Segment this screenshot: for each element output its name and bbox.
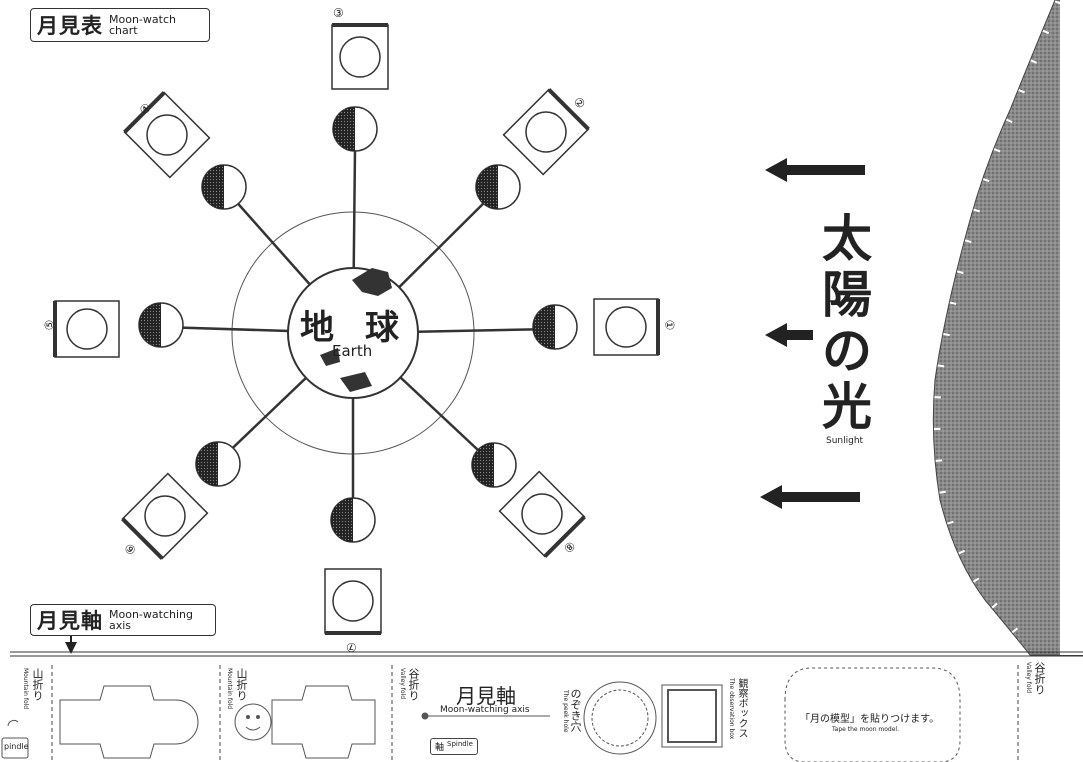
sunlight-arrows xyxy=(760,158,865,509)
sunlight-char-3: の xyxy=(822,322,872,380)
mountain-fold-2-en: Mountain fold xyxy=(226,668,233,710)
earth-en: Earth xyxy=(332,342,373,360)
position-3-label: ③ xyxy=(333,6,344,20)
chart-label-en-2: chart xyxy=(109,24,138,37)
spindle-tag-jp: 軸 xyxy=(435,743,445,753)
sunlight-en: Sunlight xyxy=(826,436,864,446)
sunlight-char-2: 陽 xyxy=(822,266,872,324)
chart-label-en-1: Moon-watch xyxy=(109,13,176,26)
axis-label-en-2: axis xyxy=(109,619,132,632)
axis-title-en: Moon-watching axis xyxy=(440,705,530,715)
peek-hole-jp: のぞき穴 xyxy=(569,688,582,732)
position-1-label: ① xyxy=(662,319,677,331)
earth-jp-1: 地 xyxy=(300,308,334,348)
chart-label: 月見表 Moon-watch chart xyxy=(30,8,210,42)
axis-title-jp: 月見軸 xyxy=(456,684,516,708)
earth-continent-2 xyxy=(320,348,340,366)
axis-label-en-1: Moon-watching xyxy=(109,608,193,621)
moon-phases xyxy=(138,106,578,543)
sun-white-strip xyxy=(1060,0,1083,655)
position-7-label: ⑦ xyxy=(346,640,357,654)
strip-pointer-arrow xyxy=(65,642,77,654)
spindle-tag: 軸 Spindle xyxy=(430,738,478,755)
strip-shapes xyxy=(1,667,961,762)
observation-boxes xyxy=(53,23,660,635)
position-5-label: ⑤ xyxy=(42,319,57,331)
peek-hole-en: The peek hole xyxy=(562,690,569,733)
sunlight-char-4: 光 xyxy=(822,378,872,436)
tape-en: Tape the moon model. xyxy=(832,726,899,733)
spindle-left: pindle xyxy=(4,742,29,751)
valley-fold-2-en: Valley fold xyxy=(1025,662,1032,694)
earth-continent-1 xyxy=(352,268,392,296)
valley-fold-1-en: Valley fold xyxy=(399,668,406,700)
sun-shape xyxy=(933,0,1083,655)
sun-edge xyxy=(932,0,1083,656)
mountain-fold-1-jp: 山折り xyxy=(31,668,44,701)
obs-box-jp: 観察ボックス xyxy=(736,678,747,738)
earth-continent-3 xyxy=(340,372,372,392)
valley-fold-2-jp: 谷折り xyxy=(1033,662,1046,695)
mountain-fold-2-jp: 山折り xyxy=(235,668,248,701)
spindle-tag-en: Spindle xyxy=(447,740,473,748)
fold-lines xyxy=(51,665,1019,762)
sunlight-char-1: 太 xyxy=(822,210,872,268)
earth-circle xyxy=(287,267,419,399)
tape-jp: 「月の模型」を貼りつけます。 xyxy=(800,714,940,725)
valley-fold-1-jp: 谷折り xyxy=(407,668,420,701)
earth-jp-2: 球 xyxy=(365,308,399,348)
axis-label-jp: 月見軸 xyxy=(37,609,103,633)
mountain-fold-1-en: Mountain fold xyxy=(22,668,29,710)
axis-label: 月見軸 Moon-watching axis xyxy=(30,604,216,636)
obs-box-en: The observation box xyxy=(728,678,735,740)
chart-label-jp: 月見表 xyxy=(37,14,103,38)
